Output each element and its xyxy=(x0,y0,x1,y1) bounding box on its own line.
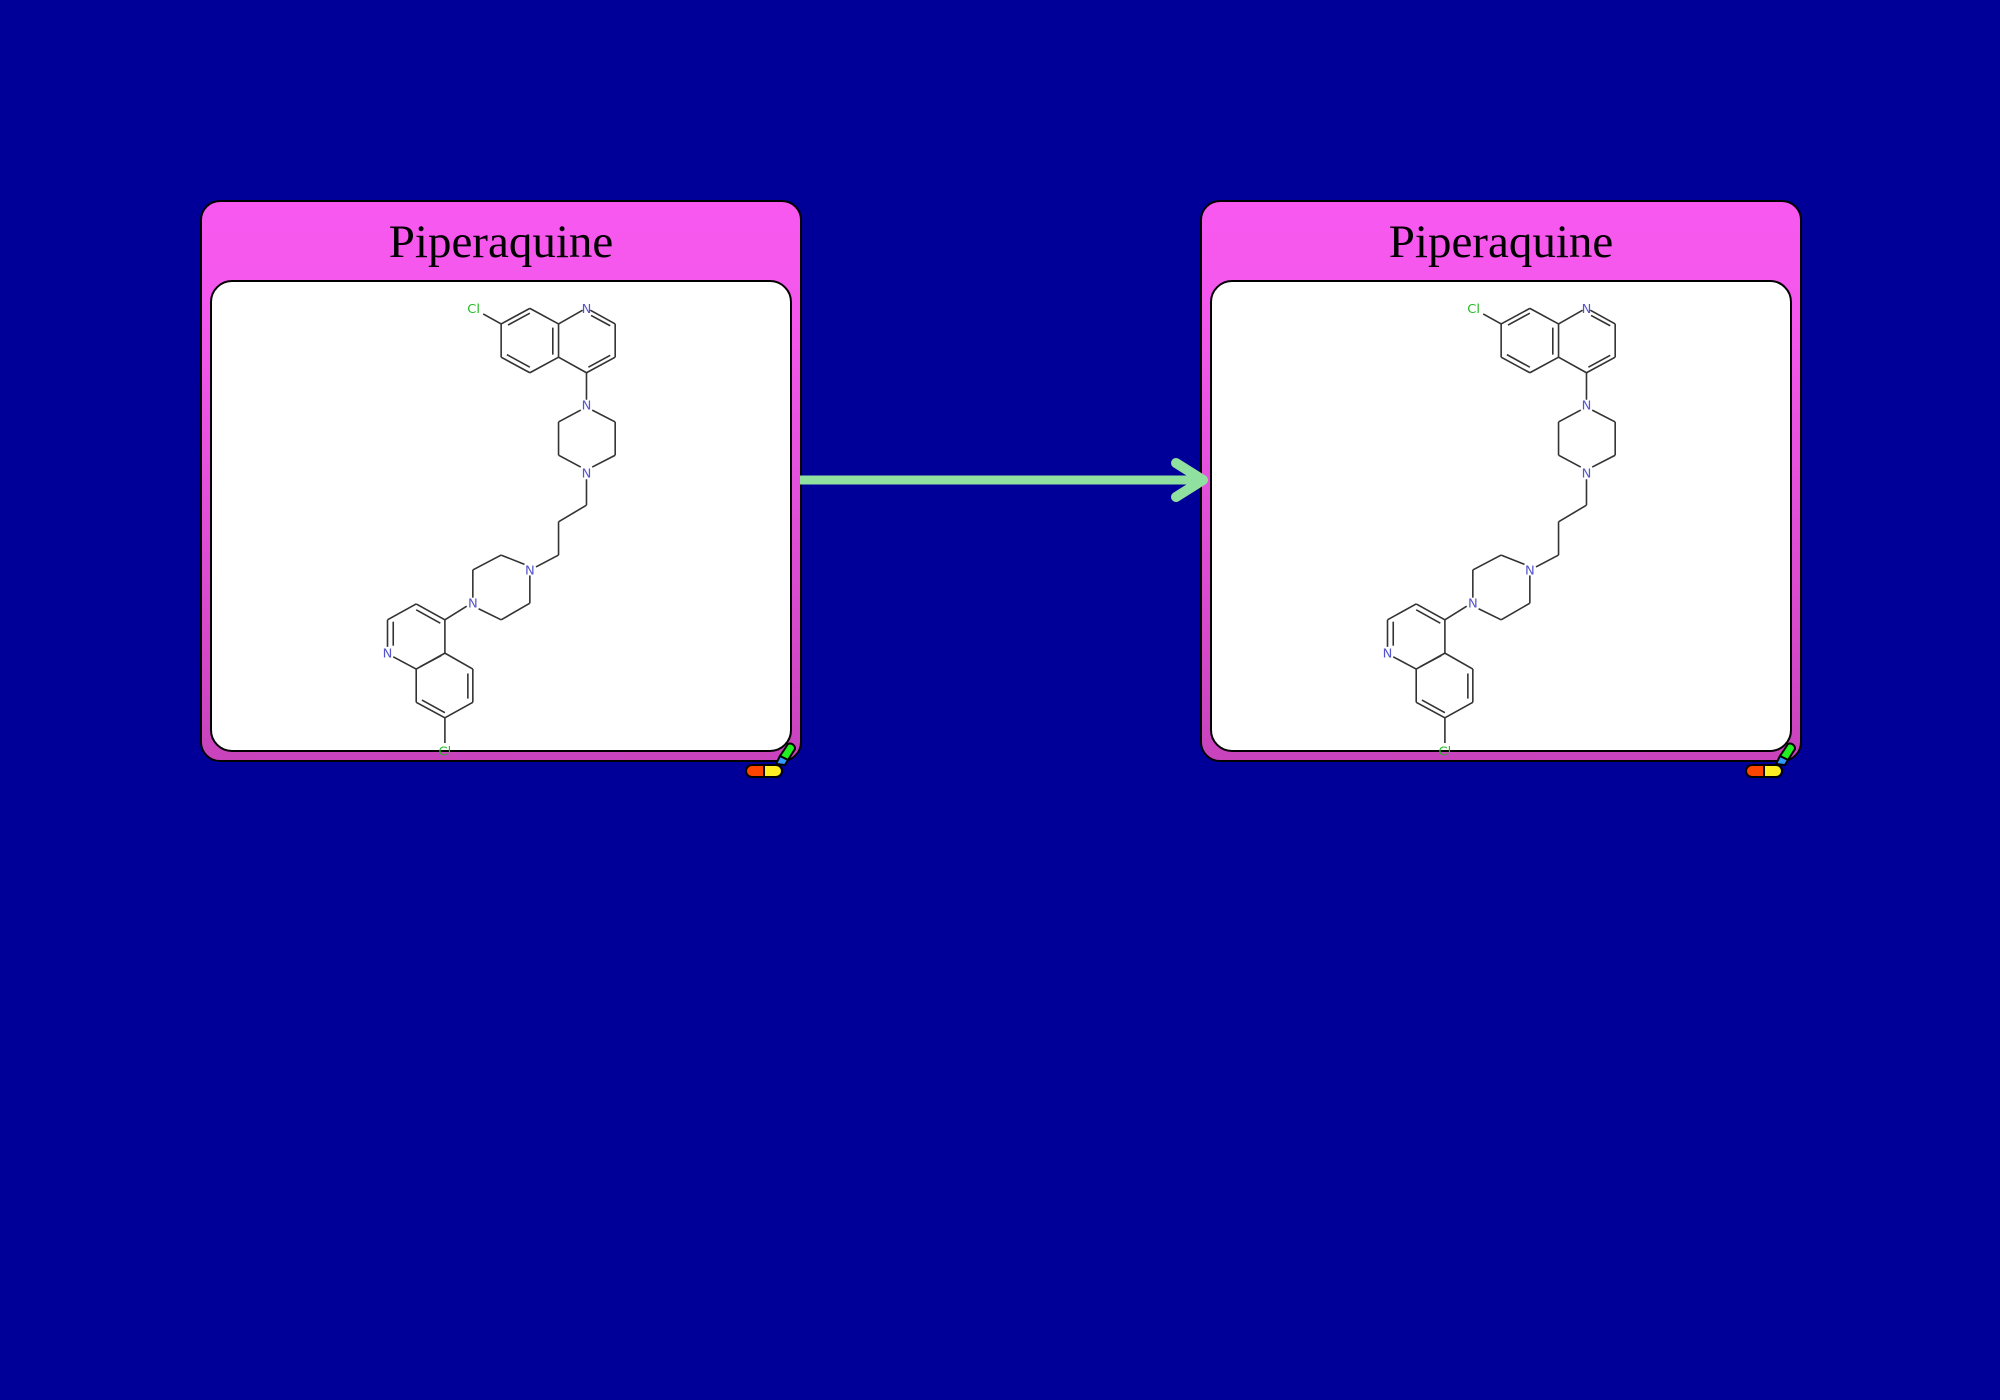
atom-label-nitrogen: N xyxy=(582,399,592,414)
atom-label-nitrogen: N xyxy=(1468,597,1478,612)
bond xyxy=(559,357,587,373)
bond xyxy=(483,314,501,324)
bond xyxy=(1591,315,1610,325)
bond xyxy=(1559,455,1581,467)
bond xyxy=(559,505,587,522)
bond xyxy=(1559,310,1583,324)
bond xyxy=(445,653,473,669)
bond xyxy=(420,656,441,667)
bond xyxy=(1422,700,1445,713)
bond xyxy=(388,604,417,620)
bond xyxy=(445,606,467,620)
bond xyxy=(1416,702,1445,718)
atom-label-nitrogen: N xyxy=(1383,647,1393,662)
bond xyxy=(1590,310,1615,324)
bond xyxy=(501,308,530,324)
bond xyxy=(416,610,440,623)
bond xyxy=(530,357,559,373)
bond xyxy=(445,702,473,718)
atom-label-chlorine: Cl xyxy=(1467,302,1480,317)
bond xyxy=(1420,656,1441,667)
atom-label-nitrogen: N xyxy=(582,467,592,482)
bond xyxy=(1501,357,1530,373)
bond xyxy=(591,315,610,325)
bond xyxy=(416,702,445,718)
bond xyxy=(1592,410,1615,422)
bond xyxy=(586,357,615,373)
bond xyxy=(1559,410,1581,422)
bond xyxy=(1473,555,1501,570)
atom-label-nitrogen: N xyxy=(1582,399,1592,414)
bond xyxy=(1483,314,1501,324)
bond xyxy=(592,455,615,467)
atom-label-nitrogen: N xyxy=(1582,302,1592,317)
bond xyxy=(416,604,445,620)
bond xyxy=(508,313,530,325)
drug-pill-icon xyxy=(745,742,796,778)
bond xyxy=(473,555,501,570)
atom-label-nitrogen: N xyxy=(468,597,478,612)
bond xyxy=(507,355,530,368)
bond xyxy=(590,310,615,324)
bond xyxy=(1445,653,1473,669)
atom-label-chlorine: Cl xyxy=(467,302,480,317)
bond xyxy=(1530,357,1559,373)
atom-label-nitrogen: N xyxy=(1582,467,1592,482)
drug-pill-icon xyxy=(1745,742,1796,778)
bond xyxy=(1559,357,1587,373)
bond xyxy=(1508,313,1530,325)
bond xyxy=(501,357,530,373)
bond xyxy=(1445,606,1467,620)
atom-label-chlorine: Cl xyxy=(1439,745,1452,760)
bond xyxy=(422,700,445,713)
structure-panel xyxy=(210,280,792,752)
bond xyxy=(501,555,524,564)
bond xyxy=(1479,609,1502,620)
bond xyxy=(559,410,581,422)
bond xyxy=(559,310,583,324)
bond xyxy=(536,555,559,567)
bond xyxy=(1388,604,1417,620)
bond xyxy=(1393,657,1416,669)
bond xyxy=(1501,603,1530,620)
atom-label-nitrogen: N xyxy=(525,564,535,579)
bond xyxy=(1416,610,1440,623)
atom-label-nitrogen: N xyxy=(582,302,592,317)
bond xyxy=(1507,355,1530,368)
bond xyxy=(479,609,502,620)
bond xyxy=(530,308,559,324)
bond xyxy=(559,455,581,467)
atom-label-nitrogen: N xyxy=(1525,564,1535,579)
bond xyxy=(393,657,416,669)
bond xyxy=(1588,355,1610,367)
bond xyxy=(1592,455,1615,467)
atom-label-nitrogen: N xyxy=(383,647,393,662)
bond xyxy=(1586,357,1615,373)
node-title: Piperaquine xyxy=(388,216,614,268)
bond xyxy=(1501,555,1524,564)
node-title: Piperaquine xyxy=(1388,216,1614,268)
bond xyxy=(1530,308,1559,324)
bond xyxy=(1559,505,1587,522)
bond xyxy=(1416,604,1445,620)
bond xyxy=(1445,702,1473,718)
bond xyxy=(501,603,530,620)
atom-label-chlorine: Cl xyxy=(439,745,452,760)
bond xyxy=(1536,555,1559,567)
bond xyxy=(592,410,615,422)
structure-panel xyxy=(1210,280,1792,752)
bond xyxy=(588,355,610,367)
bond xyxy=(1501,308,1530,324)
